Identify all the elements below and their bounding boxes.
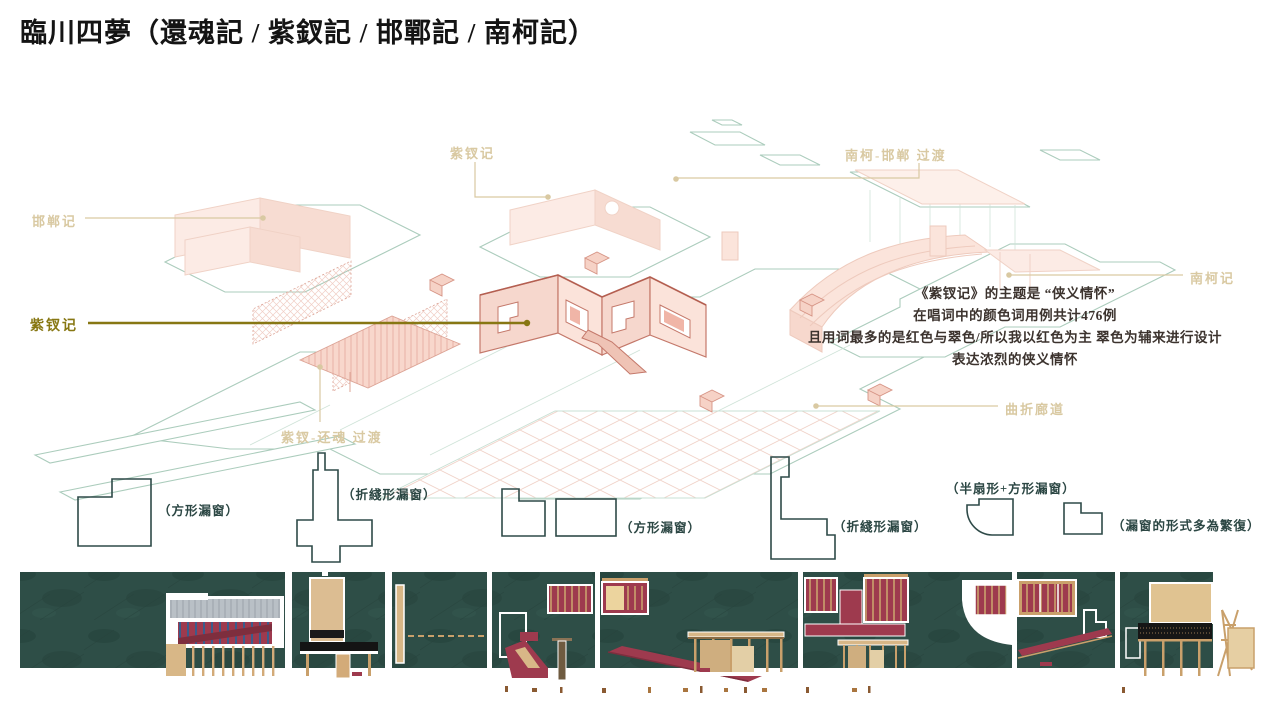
window-shapes [77,452,1103,563]
label-corridor: 曲折廊道 [1005,402,1066,417]
window-shape-small-notched [1063,502,1103,535]
annotation-line: 在唱词中的颜色词用例共计476例 [913,308,1117,323]
ground-ticks [505,686,1125,693]
label-handan: 邯郸记 [32,214,78,229]
window-shape-square-L [77,478,152,547]
elevation-strip [20,566,1255,693]
window-label-5: （半扇形+方形漏窗） [946,482,1076,496]
annotation-line: 《紫钗记》的主题是 “侠义情怀” [914,286,1116,301]
annotation-line: 且用词最多的是红色与翠色/所以我以红色为主 翠色为辅来进行设计 [807,330,1223,345]
leader-lines [85,162,1183,422]
label-zichai-huanhun: 紫钗-还魂 过渡 [281,430,383,445]
annotation-line: 表达浓烈的侠义情怀 [952,352,1078,367]
faded-buildings [174,169,1101,413]
page-title: 臨川四夢（還魂記 / 紫釵記 / 邯鄲記 / 南柯記） [20,18,597,48]
window-shape-zigzag [770,456,836,560]
window-shape-fan-square [966,498,1014,536]
focus-building [479,274,707,375]
label-zichai-left: 紫钗记 [30,319,78,334]
label-nanke: 南柯记 [1190,271,1236,286]
window-shape-cross [296,452,373,563]
grid-courtyard [379,410,881,499]
window-label-2: （折綫形漏窗） [342,488,437,502]
elevation-stilt-building [166,593,284,676]
window-shape-notched-square [501,488,546,537]
elevation-tower [300,566,378,679]
elevation-louver-house [804,574,1012,672]
label-zichai-top: 紫钗记 [450,146,496,161]
window-label-4: （折綫形漏窗） [833,520,928,534]
window-shape-rect [555,498,617,537]
axonometric-drawing [33,119,1183,501]
label-nanke-handan: 南柯-邯郸 过渡 [845,148,947,163]
elevation-long-stair [601,578,785,682]
window-label-6: （漏窗的形式多為繁復） [1112,519,1261,533]
design-annotation: 《紫钗记》的主题是 “侠义情怀” 在唱词中的颜色词用例共计476例 且用词最多的… [735,283,1280,371]
window-label-1: （方形漏窗） [158,504,240,518]
window-label-3: （方形漏窗） [620,521,702,535]
elevation-pillar [395,584,487,664]
elevation-stair-room [499,584,593,681]
elevation-screen-wall [1125,582,1255,677]
elevation-corner-stair [1017,579,1113,666]
